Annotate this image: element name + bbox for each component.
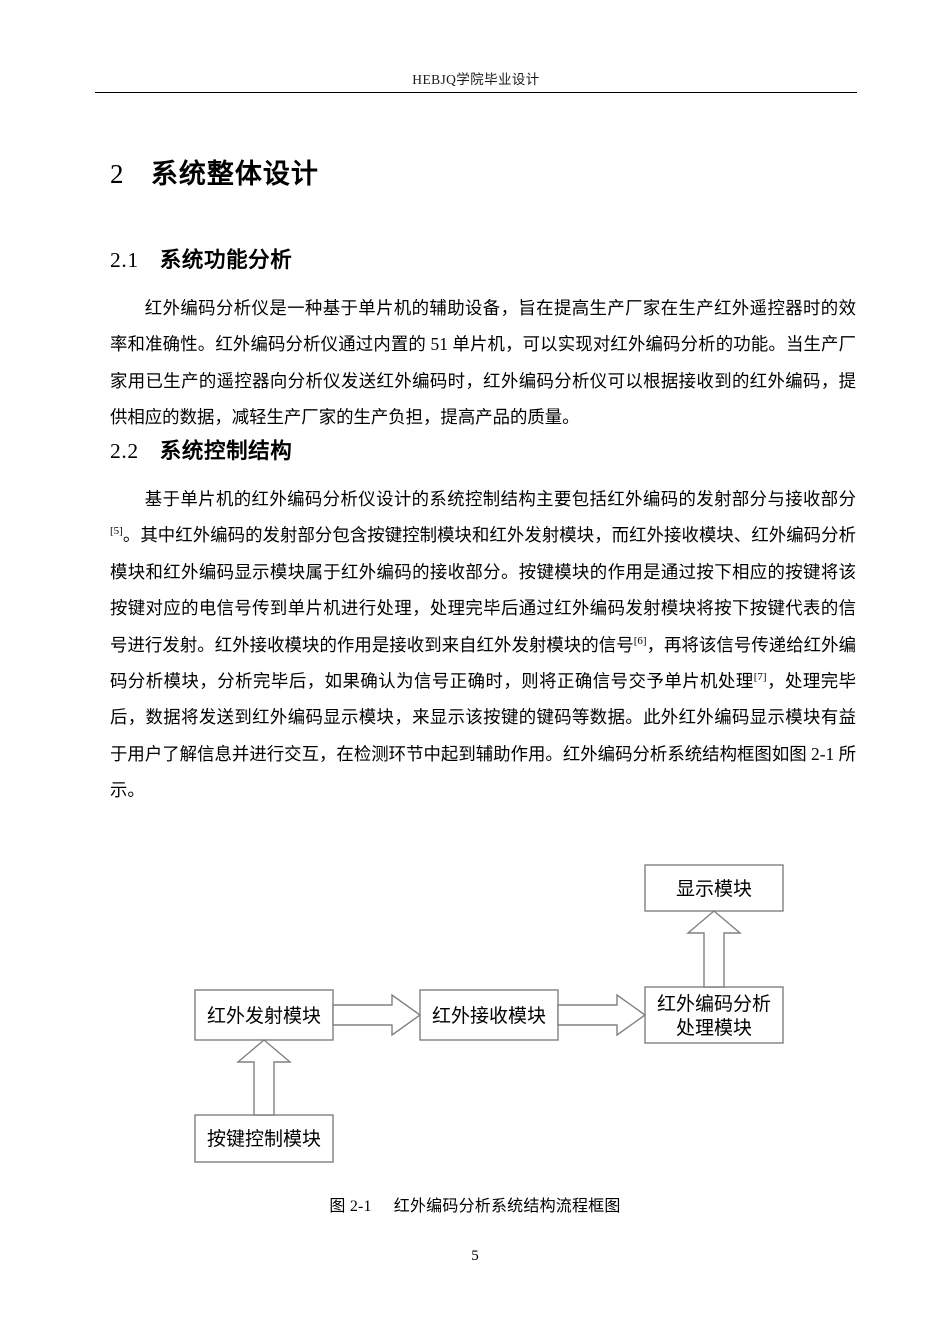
chapter-title: 系统整体设计	[150, 159, 319, 190]
paragraph-segment-c: ，再将该信号传递给红外编码分析模块，分析完毕后，如果确认为信号正确时，则将正确信…	[110, 634, 856, 692]
diagram-box-ir-decode-analysis-module-label-line1: 红外编码分析	[657, 993, 771, 1015]
citation-7: [7]	[753, 671, 767, 684]
diagram-box-ir-decode-analysis-module-label-line2: 处理模块	[676, 1017, 752, 1039]
figure-block-diagram: 显示模块 红外发射模块 红外接收模块 红外编码分析 处理模块 按键控制模	[0, 850, 950, 1180]
chapter-heading: 2 系统整体设计	[110, 152, 319, 191]
diagram-box-ir-receive-module-label: 红外接收模块	[432, 1005, 546, 1027]
section-heading-2-1: 2.1 系统功能分析	[110, 243, 292, 274]
running-title: HEBJQ学院毕业设计	[412, 72, 540, 87]
header-divider	[95, 92, 857, 93]
paragraph-segment-d: ，处理完毕后，数据将发送到红外编码显示模块，来显示该按键的键码等数据。此外红外编…	[110, 671, 856, 801]
arrow-transmit-to-receive	[332, 993, 422, 1037]
section-number-2-1: 2.1	[110, 248, 139, 272]
figure-caption-number: 图 2-1	[329, 1198, 372, 1215]
chapter-number: 2	[110, 159, 125, 189]
section-title-2-1: 系统功能分析	[159, 248, 293, 273]
section-title-2-2: 系统控制结构	[159, 439, 293, 464]
paragraph-segment-a: 基于单片机的红外编码分析仪设计的系统控制结构主要包括红外编码的发射部分与接收部分	[144, 489, 856, 509]
section-number-2-2: 2.2	[110, 439, 139, 463]
arrow-analysis-to-display	[686, 910, 742, 988]
page-number: 5	[471, 1248, 479, 1264]
figure-caption-title: 红外编码分析系统结构流程框图	[393, 1198, 621, 1215]
section-heading-2-2: 2.2 系统控制结构	[110, 434, 292, 465]
citation-5: [5]	[110, 525, 123, 538]
diagram-box-key-control-module-label: 按键控制模块	[207, 1128, 321, 1150]
diagram-box-ir-transmit-module-label: 红外发射模块	[207, 1005, 321, 1027]
paragraph-system-control: 基于单片机的红外编码分析仪设计的系统控制结构主要包括红外编码的发射部分与接收部分…	[110, 481, 856, 809]
citation-6: [6]	[633, 634, 647, 647]
figure-caption: 图 2-1 红外编码分析系统结构流程框图	[0, 1192, 950, 1216]
diagram-box-display-module-label: 显示模块	[676, 878, 752, 900]
diagram-box-ir-receive-module: 红外接收模块	[419, 989, 559, 1041]
block-diagram-svg: 显示模块 红外发射模块 红外接收模块 红外编码分析 处理模块 按键控制模	[194, 864, 784, 1163]
arrow-keycontrol-to-transmit	[236, 1039, 292, 1116]
diagram-box-ir-decode-analysis-module: 红外编码分析 处理模块	[644, 986, 784, 1044]
paragraph-system-function: 红外编码分析仪是一种基于单片机的辅助设备，旨在提高生产厂家在生产红外遥控器时的效…	[110, 298, 856, 428]
page-header: HEBJQ学院毕业设计	[95, 68, 857, 93]
diagram-box-key-control-module: 按键控制模块	[194, 1114, 334, 1163]
diagram-box-display-module: 显示模块	[644, 864, 784, 912]
paragraph-segment-b: 。其中红外编码的发射部分包含按键控制模块和红外发射模块，而红外接收模块、红外编码…	[110, 525, 856, 655]
diagram-box-ir-transmit-module: 红外发射模块	[194, 989, 334, 1041]
arrow-receive-to-analysis	[557, 993, 647, 1037]
